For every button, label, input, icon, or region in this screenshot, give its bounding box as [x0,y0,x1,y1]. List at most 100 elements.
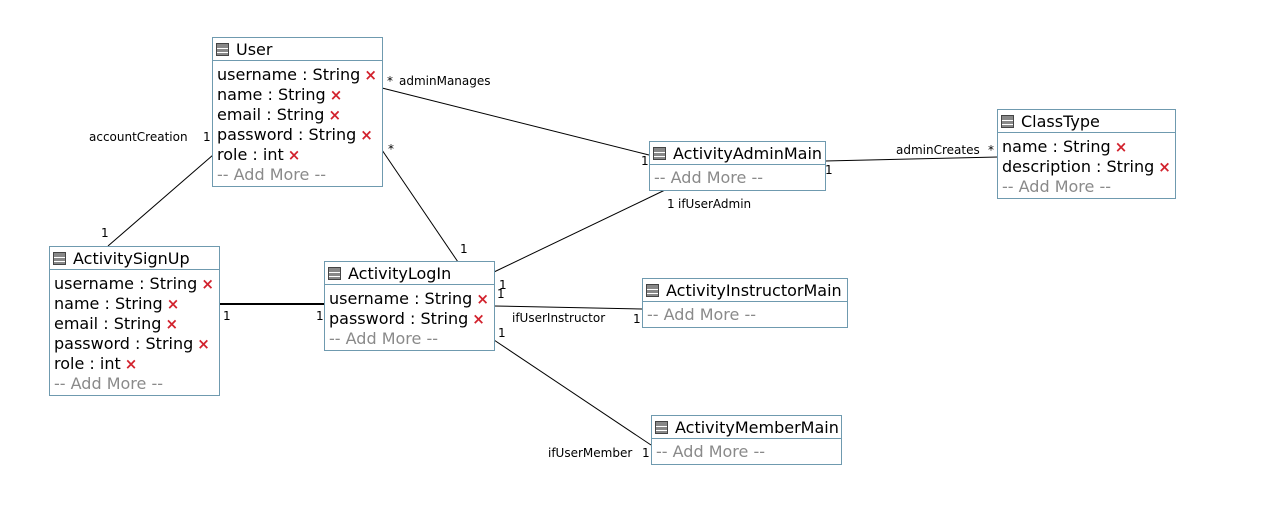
assoc-user-signup-role[interactable]: accountCreation [89,130,188,144]
class-user[interactable]: User username : String× name : String× e… [212,37,383,187]
assoc-user-signup[interactable] [107,154,214,247]
assoc-user-admin-role[interactable]: adminManages [399,74,491,88]
class-activity-instructor-main-name: ActivityInstructorMain [666,280,842,300]
remove-attribute-icon[interactable]: × [328,106,342,124]
attribute-row[interactable]: description : String× [1002,157,1171,177]
remove-attribute-icon[interactable]: × [1158,158,1171,176]
assoc-user-admin[interactable] [381,87,650,156]
remove-attribute-icon[interactable]: × [360,126,373,144]
assoc-admin-classtype-mult-admin: 1 [825,163,833,177]
class-icon [1001,114,1014,128]
add-more-button[interactable]: -- Add More -- [329,329,438,348]
remove-attribute-icon[interactable]: × [364,66,377,84]
remove-attribute-icon[interactable]: × [329,86,343,104]
attribute-row[interactable]: name : String× [217,85,378,105]
class-activity-log-in[interactable]: ActivityLogIn username : String× passwor… [324,261,495,351]
remove-attribute-icon[interactable]: × [287,146,301,164]
class-activity-member-main-header[interactable]: ActivityMemberMain [652,416,841,439]
add-more-button[interactable]: -- Add More -- [654,168,763,187]
class-icon [653,146,666,160]
class-activity-sign-up-header[interactable]: ActivitySignUp [50,247,219,270]
remove-attribute-icon[interactable]: × [476,290,489,308]
add-more-button[interactable]: -- Add More -- [1002,177,1111,196]
assoc-user-signup-mult-user: 1 [203,130,211,144]
class-icon [53,251,66,265]
assoc-admin-classtype[interactable] [824,156,999,162]
assoc-login-instructor-mult-instructor: 1 [633,312,641,326]
class-activity-log-in-name: ActivityLogIn [348,263,452,283]
add-more-button[interactable]: -- Add More -- [647,305,756,324]
assoc-admin-classtype-mult-classtype: * [988,143,994,157]
class-activity-sign-up-name: ActivitySignUp [73,248,190,268]
assoc-login-instructor-role[interactable]: ifUserInstructor [512,311,606,325]
assoc-login-admin[interactable] [493,189,666,273]
class-activity-admin-main[interactable]: ActivityAdminMain -- Add More -- [649,141,826,191]
attribute-text: username : String [54,274,198,293]
class-activity-log-in-header[interactable]: ActivityLogIn [325,262,494,285]
assoc-login-member-role[interactable]: ifUserMember [548,446,633,460]
assoc-user-signup-mult-signup: 1 [101,226,109,240]
assoc-login-admin-mult-admin: 1 [667,197,675,211]
attribute-text: name : String [1002,137,1111,156]
class-class-type[interactable]: ClassType name : String× description : S… [997,109,1176,199]
remove-attribute-icon[interactable]: × [472,310,485,328]
remove-attribute-icon[interactable]: × [197,335,210,353]
class-activity-member-main[interactable]: ActivityMemberMain -- Add More -- [651,415,842,465]
attribute-text: username : String [329,289,473,308]
class-activity-admin-main-header[interactable]: ActivityAdminMain [650,142,825,165]
attribute-row[interactable]: email : String× [217,105,378,125]
assoc-login-member-mult-login: 1 [498,326,506,340]
attribute-row[interactable]: password : String× [329,309,490,329]
assoc-admin-classtype-role[interactable]: adminCreates [896,143,980,157]
assoc-user-admin-mult-admin: 1 [641,154,649,168]
attribute-text: email : String [217,105,325,124]
class-user-header[interactable]: User [213,38,382,61]
attribute-row[interactable]: username : String× [217,65,378,85]
class-activity-member-main-name: ActivityMemberMain [675,417,839,437]
attribute-text: password : String [329,309,469,328]
attribute-text: name : String [217,85,326,104]
attribute-row[interactable]: password : String× [54,334,215,354]
attribute-row[interactable]: username : String× [54,274,215,294]
assoc-user-login-mult-user: * [388,142,394,156]
remove-attribute-icon[interactable]: × [201,275,214,293]
add-more-button[interactable]: -- Add More -- [217,165,326,184]
class-activity-admin-main-name: ActivityAdminMain [673,143,823,163]
assoc-login-member-mult-member: 1 [642,446,650,460]
attribute-row[interactable]: role : int× [54,354,215,374]
attribute-text: password : String [54,334,194,353]
class-activity-instructor-main[interactable]: ActivityInstructorMain -- Add More -- [642,278,848,328]
attribute-text: role : int [217,145,284,164]
remove-attribute-icon[interactable]: × [165,315,179,333]
assoc-user-login-mult-login: 1 [460,242,468,256]
assoc-login-instructor[interactable] [493,305,643,310]
attribute-text: role : int [54,354,121,373]
attribute-row[interactable]: email : String× [54,314,215,334]
attribute-row[interactable]: name : String× [54,294,215,314]
class-activity-instructor-main-header[interactable]: ActivityInstructorMain [643,279,847,302]
class-class-type-name: ClassType [1021,111,1100,131]
add-more-button[interactable]: -- Add More -- [54,374,163,393]
class-activity-sign-up[interactable]: ActivitySignUp username : String× name :… [49,246,220,396]
assoc-signup-login-mult-signup: 1 [223,309,231,323]
assoc-signup-login-mult-login: 1 [316,309,324,323]
assoc-login-member[interactable] [493,339,652,446]
attribute-text: email : String [54,314,162,333]
attribute-row[interactable]: password : String× [217,125,378,145]
assoc-login-admin-role[interactable]: ifUserAdmin [678,197,752,211]
remove-attribute-icon[interactable]: × [1114,138,1128,156]
add-more-button[interactable]: -- Add More -- [656,442,765,461]
remove-attribute-icon[interactable]: × [166,295,180,313]
attribute-row[interactable]: username : String× [329,289,490,309]
attribute-text: username : String [217,65,361,84]
attribute-row[interactable]: name : String× [1002,137,1171,157]
attribute-row[interactable]: role : int× [217,145,378,165]
assoc-user-login[interactable] [381,149,459,263]
class-class-type-header[interactable]: ClassType [998,110,1175,133]
attribute-text: description : String [1002,157,1155,176]
attribute-text: name : String [54,294,163,313]
class-icon [328,266,341,280]
remove-attribute-icon[interactable]: × [124,355,138,373]
class-icon [655,420,668,434]
